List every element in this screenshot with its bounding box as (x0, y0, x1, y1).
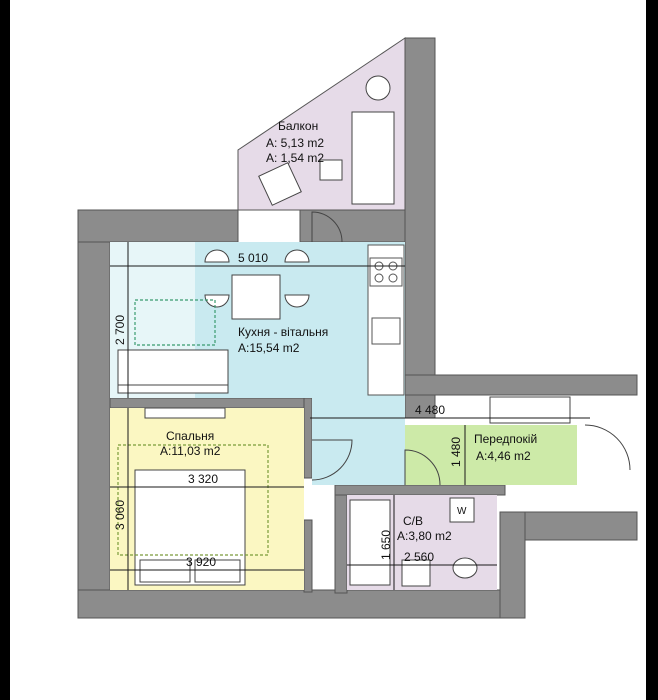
sofa-back (117, 384, 229, 394)
wall-right-step (404, 374, 638, 396)
dining-set (204, 249, 310, 320)
dim-bath-width: 2 560 (404, 550, 434, 564)
armchair (258, 162, 302, 206)
dim-bedroom-height: 3 060 (113, 500, 127, 530)
kitchen-rug (134, 299, 216, 346)
pillow (194, 559, 241, 583)
stove (369, 257, 403, 287)
bath-fixtures (349, 497, 478, 587)
dim-bath-height: 1 650 (379, 530, 393, 560)
sofa (117, 349, 229, 394)
wall-bed-right-low (303, 519, 313, 593)
dimension-labels: 5 010 2 700 4 480 1 480 3 320 3 920 3 06… (113, 251, 463, 569)
dim-kitchen-width: 5 010 (238, 251, 268, 265)
hall-name: Передпокій (474, 432, 537, 446)
wall-top-left (77, 209, 239, 243)
dimension-lines (110, 242, 590, 590)
hall-area: A:4,46 m2 (476, 449, 531, 463)
dim-hall-width: 4 480 (415, 403, 445, 417)
hall-floor (405, 425, 577, 485)
door-kitchen (311, 211, 343, 243)
hall-wardrobe-body (489, 396, 571, 424)
wall-bath-top (334, 484, 506, 496)
wardrobe (144, 407, 226, 419)
sofa-body (117, 349, 229, 391)
bedroom-area: A:11,03 m2 (160, 444, 221, 458)
room-labels: Балкон A: 5,13 m2 A: 1,54 m2 Кухня - віт… (160, 119, 537, 543)
chair (284, 249, 310, 263)
balcony-name: Балкон (278, 119, 318, 133)
dim-kitchen-height: 2 700 (113, 315, 127, 345)
pillow (139, 559, 191, 583)
bedroom-name: Спальня (166, 429, 214, 443)
bed (134, 469, 246, 586)
door-bedroom (311, 439, 353, 481)
washbasin (401, 559, 431, 587)
wall-left (77, 209, 111, 619)
wall-top-mid (299, 209, 411, 243)
stove-burner (388, 273, 398, 283)
bedroom-rug (117, 444, 269, 556)
door-bath (404, 449, 441, 486)
walls (77, 37, 638, 619)
chair (204, 249, 230, 263)
washing-machine (449, 497, 475, 523)
stove-burner (374, 273, 384, 283)
balcony-furniture (258, 75, 395, 206)
side-table (319, 159, 343, 181)
dim-hall-height: 1 480 (449, 437, 463, 467)
bathroom-area: A:3,80 m2 (397, 529, 452, 543)
kitchen-area: A:15,54 m2 (238, 341, 300, 355)
dim-bedroom-width: 3 920 (186, 555, 216, 569)
balcony-area-2: A: 1,54 m2 (266, 151, 324, 165)
wall-bath-left (334, 484, 348, 594)
chair (284, 294, 310, 308)
wall-right-lower (499, 511, 526, 619)
washing-machine-label: W (457, 506, 467, 517)
door-entrance (584, 424, 631, 471)
bathroom-name: С/В (403, 514, 423, 528)
bathtub (349, 499, 391, 586)
dining-table (231, 274, 281, 320)
kitchen-name: Кухня - вітальня (238, 325, 328, 339)
wall-bed-top (109, 397, 311, 409)
dim-bedroom-inner-width: 3 320 (188, 472, 218, 486)
toilet (452, 557, 478, 579)
wall-bottom (77, 589, 519, 619)
sink (371, 317, 401, 345)
wall-bed-right (303, 397, 313, 479)
kitchen-cabinets (367, 244, 405, 396)
doors (311, 211, 631, 486)
wall-right-upper (404, 37, 436, 419)
plant-icon (365, 75, 391, 101)
balcony-area-1: A: 5,13 m2 (266, 136, 324, 150)
hall-wardrobe (489, 396, 571, 424)
lounger (351, 111, 395, 205)
